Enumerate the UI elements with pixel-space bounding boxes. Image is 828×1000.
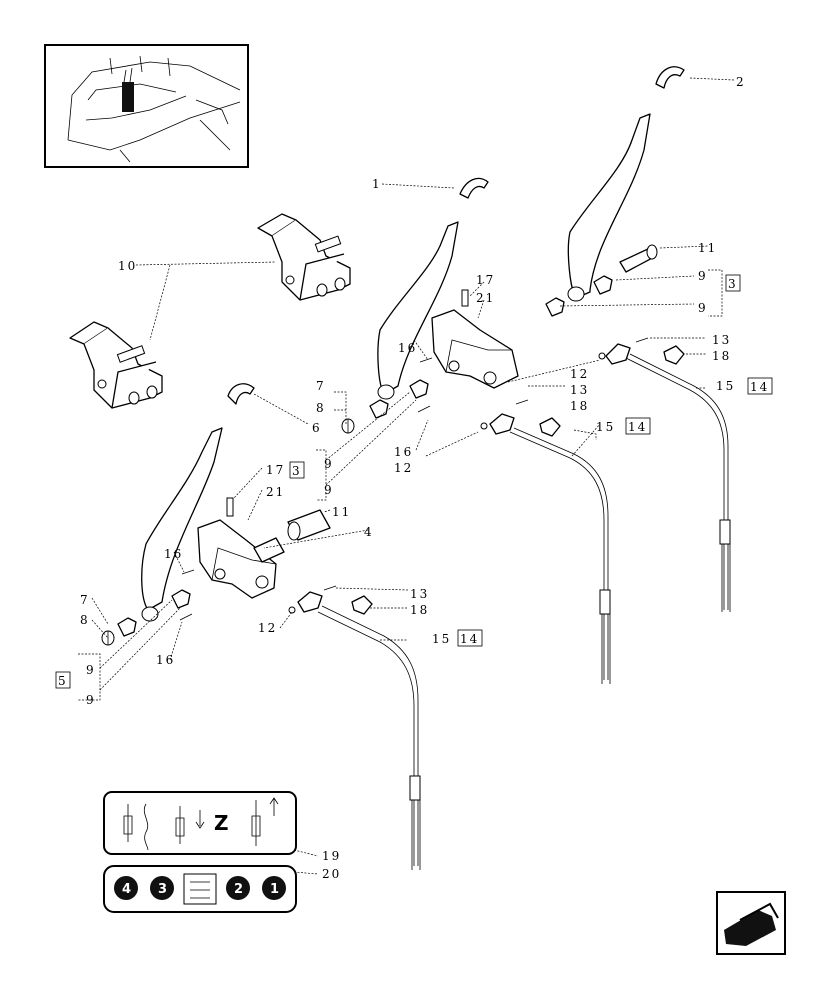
label-18-middle: 18: [570, 399, 589, 413]
label-15-left: 15: [432, 632, 451, 646]
label-9-left-a: 9: [86, 663, 96, 677]
support-left: [197, 497, 331, 599]
label-14-right: 14: [750, 380, 769, 394]
part-labels: 2 1 10 11 9 3 9 17 21 13 18 15 14 16 12 …: [58, 75, 769, 881]
cable-middle: [489, 413, 611, 684]
label-3-right: 3: [728, 277, 738, 291]
cable-right: [605, 343, 731, 612]
nuts: [288, 352, 606, 614]
decal-circle-2: 2: [234, 882, 243, 897]
label-7-middle: 7: [316, 379, 326, 393]
label-14-middle: 14: [628, 420, 647, 434]
label-17-left: 17: [266, 463, 285, 477]
label-2: 2: [736, 75, 746, 89]
label-18-right: 18: [712, 349, 731, 363]
decal-19: Z: [103, 791, 297, 855]
label-9-middle-a: 9: [324, 457, 334, 471]
bracket-10-lower: [69, 321, 163, 409]
label-13-left: 13: [410, 587, 429, 601]
clips: [351, 345, 685, 615]
label-12-lower: 12: [258, 621, 277, 635]
label-6: 6: [312, 421, 322, 435]
arrow-down-icon: [195, 810, 205, 829]
label-9-right-b: 9: [698, 301, 708, 315]
grip-cover-1: [459, 177, 489, 199]
label-1: 1: [372, 177, 382, 191]
label-8-left: 8: [80, 613, 90, 627]
label-18-left: 18: [410, 603, 429, 617]
label-4: 4: [364, 525, 374, 539]
decal-circle-1: 1: [270, 882, 279, 897]
boxes: [55, 274, 773, 689]
decal-letter: Z: [214, 811, 229, 835]
label-17-middle: 17: [476, 273, 495, 287]
arrow-up-icon: [269, 797, 279, 816]
label-13-right: 13: [712, 333, 731, 347]
label-9-middle-b: 9: [324, 483, 334, 497]
label-20: 20: [322, 867, 341, 881]
location-inset: [44, 44, 249, 168]
label-15-right: 15: [716, 379, 735, 393]
decal-circle-3: 3: [158, 882, 167, 897]
lever-left: [101, 427, 223, 646]
label-16-left-a: 16: [164, 547, 183, 561]
label-7-left: 7: [80, 593, 90, 607]
label-12-middle: 12: [570, 367, 589, 381]
label-10: 10: [118, 259, 137, 273]
decal-20: 4 3 2 1: [103, 865, 297, 913]
label-9-right-a: 9: [698, 269, 708, 283]
nav-arrow-icon[interactable]: [716, 891, 786, 955]
label-21-middle: 21: [476, 291, 495, 305]
label-14-left: 14: [460, 632, 479, 646]
label-5: 5: [58, 674, 68, 688]
decal-circle-4: 4: [122, 882, 131, 897]
grip-cover-2: [655, 66, 685, 89]
label-16-middle-a: 16: [398, 341, 417, 355]
label-9-left-b: 9: [86, 693, 96, 707]
bolts: [179, 337, 649, 621]
label-16-left-b: 16: [156, 653, 175, 667]
label-21-left: 21: [266, 485, 285, 499]
label-15-middle: 15: [596, 420, 615, 434]
grip-cover-6: [227, 383, 255, 405]
label-13-middle: 13: [570, 383, 589, 397]
label-12-left: 12: [394, 461, 413, 475]
label-11-right: 11: [698, 241, 717, 255]
label-19: 19: [322, 849, 341, 863]
label-8-middle: 8: [316, 401, 326, 415]
label-16-middle-b: 16: [394, 445, 413, 459]
leader-lines: [78, 77, 735, 875]
label-3-middle: 3: [292, 464, 302, 478]
support-middle: [431, 289, 519, 389]
cable-left: [297, 591, 421, 870]
lever-right: [545, 113, 658, 317]
label-11-left: 11: [332, 505, 351, 519]
bracket-10-upper: [257, 213, 351, 301]
